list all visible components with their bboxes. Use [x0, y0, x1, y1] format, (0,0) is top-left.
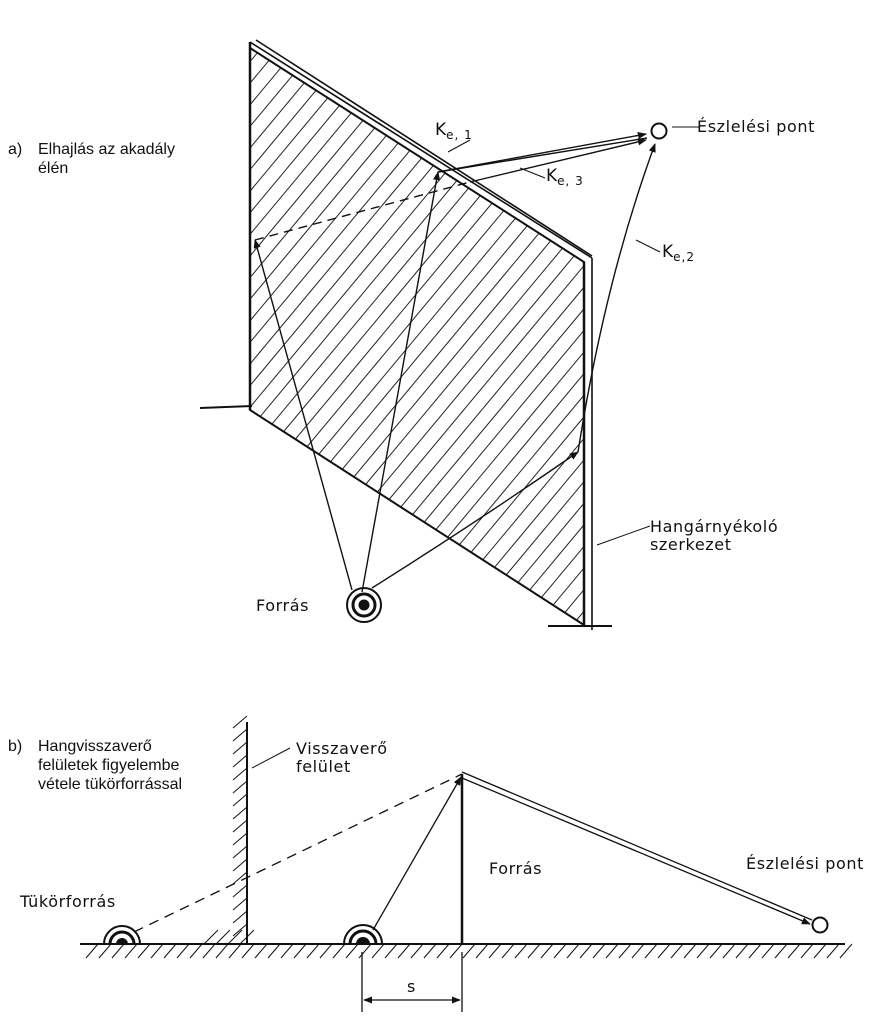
observation-point-b-marker: [811, 916, 829, 934]
caption-b: b) Hangvisszaverő felületek figyelembe vé…: [8, 737, 182, 794]
sound-rays-a: [253, 131, 656, 593]
label-ke1: Ke, 1: [435, 120, 473, 142]
label-ke2-base: K: [662, 242, 674, 262]
caption-a-line2: élén: [38, 160, 69, 177]
distance-dimension: [361, 952, 463, 1012]
mirror-source-marker: [103, 925, 141, 945]
label-ke2: Ke,2: [662, 242, 695, 264]
label-mirror-source: Tükörforrás: [20, 892, 116, 911]
label-noise-barrier-line1: Hangárnyékoló: [650, 517, 779, 536]
label-ke3: Ke, 3: [546, 166, 584, 188]
source-a-marker: [346, 587, 382, 623]
label-noise-barrier: Hangárnyékoló szerkezet: [650, 518, 778, 554]
source-b-marker: [343, 924, 383, 945]
label-reflecting-surface: Visszaverő felület: [296, 740, 388, 776]
caption-b-line1: Hangvisszaverő: [38, 738, 152, 755]
label-observation-point-a: Észlelési pont: [697, 117, 816, 136]
label-distance-s: s: [407, 977, 416, 996]
label-noise-barrier-line2: szerkezet: [650, 535, 732, 554]
label-reflecting-surface-line1: Visszaverő: [296, 739, 388, 758]
label-ke3-sub: e, 3: [557, 174, 584, 188]
ground-line-left: [199, 405, 253, 409]
caption-a-line1: Elhajlás az akadály: [38, 141, 175, 158]
label-source-b: Forrás: [489, 859, 543, 878]
caption-b-line3: vétele tükörforrással: [38, 776, 183, 793]
sound-rays-b: [133, 771, 813, 933]
label-reflecting-surface-line2: felület: [296, 757, 351, 776]
reflecting-wall: [203, 715, 255, 945]
label-ke1-base: K: [435, 120, 447, 140]
observation-point-a-marker: [650, 122, 668, 140]
label-source-a: Forrás: [256, 596, 310, 615]
ground-b: [80, 943, 853, 959]
label-observation-point-b: Észlelési pont: [746, 854, 865, 873]
caption-b-line2: felületek figyelembe: [38, 757, 180, 774]
caption-a: a) Elhajlás az akadály élén: [8, 140, 175, 178]
label-ke1-sub: e, 1: [446, 128, 473, 142]
label-ke2-sub: e,2: [673, 250, 695, 264]
caption-b-letter: b): [8, 738, 23, 755]
label-ke3-base: K: [546, 166, 558, 186]
caption-a-letter: a): [8, 141, 23, 158]
